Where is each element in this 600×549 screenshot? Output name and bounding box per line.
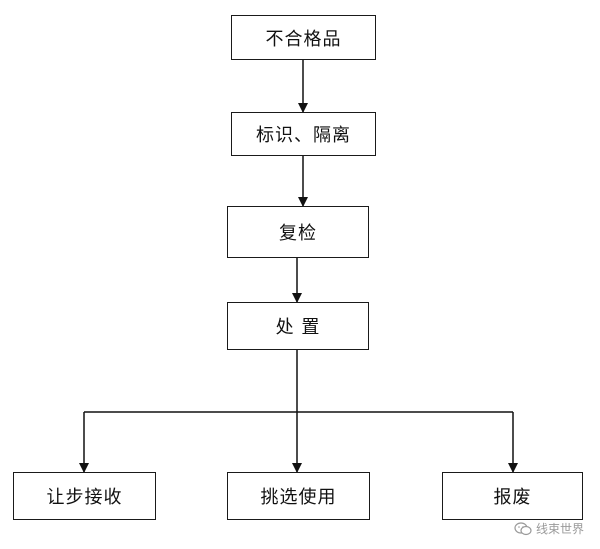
node-disposition: 处 置 xyxy=(227,302,369,350)
node-sort-and-use: 挑选使用 xyxy=(227,472,370,520)
node-reinspection: 复检 xyxy=(227,206,369,258)
node-identify-isolate: 标识、隔离 xyxy=(231,112,376,156)
node-nonconforming-product: 不合格品 xyxy=(231,15,376,60)
node-scrap: 报废 xyxy=(442,472,583,520)
watermark: 线束世界 xyxy=(514,520,584,537)
wechat-icon xyxy=(514,521,532,535)
node-concession-acceptance: 让步接收 xyxy=(13,472,156,520)
watermark-text: 线束世界 xyxy=(535,522,584,536)
